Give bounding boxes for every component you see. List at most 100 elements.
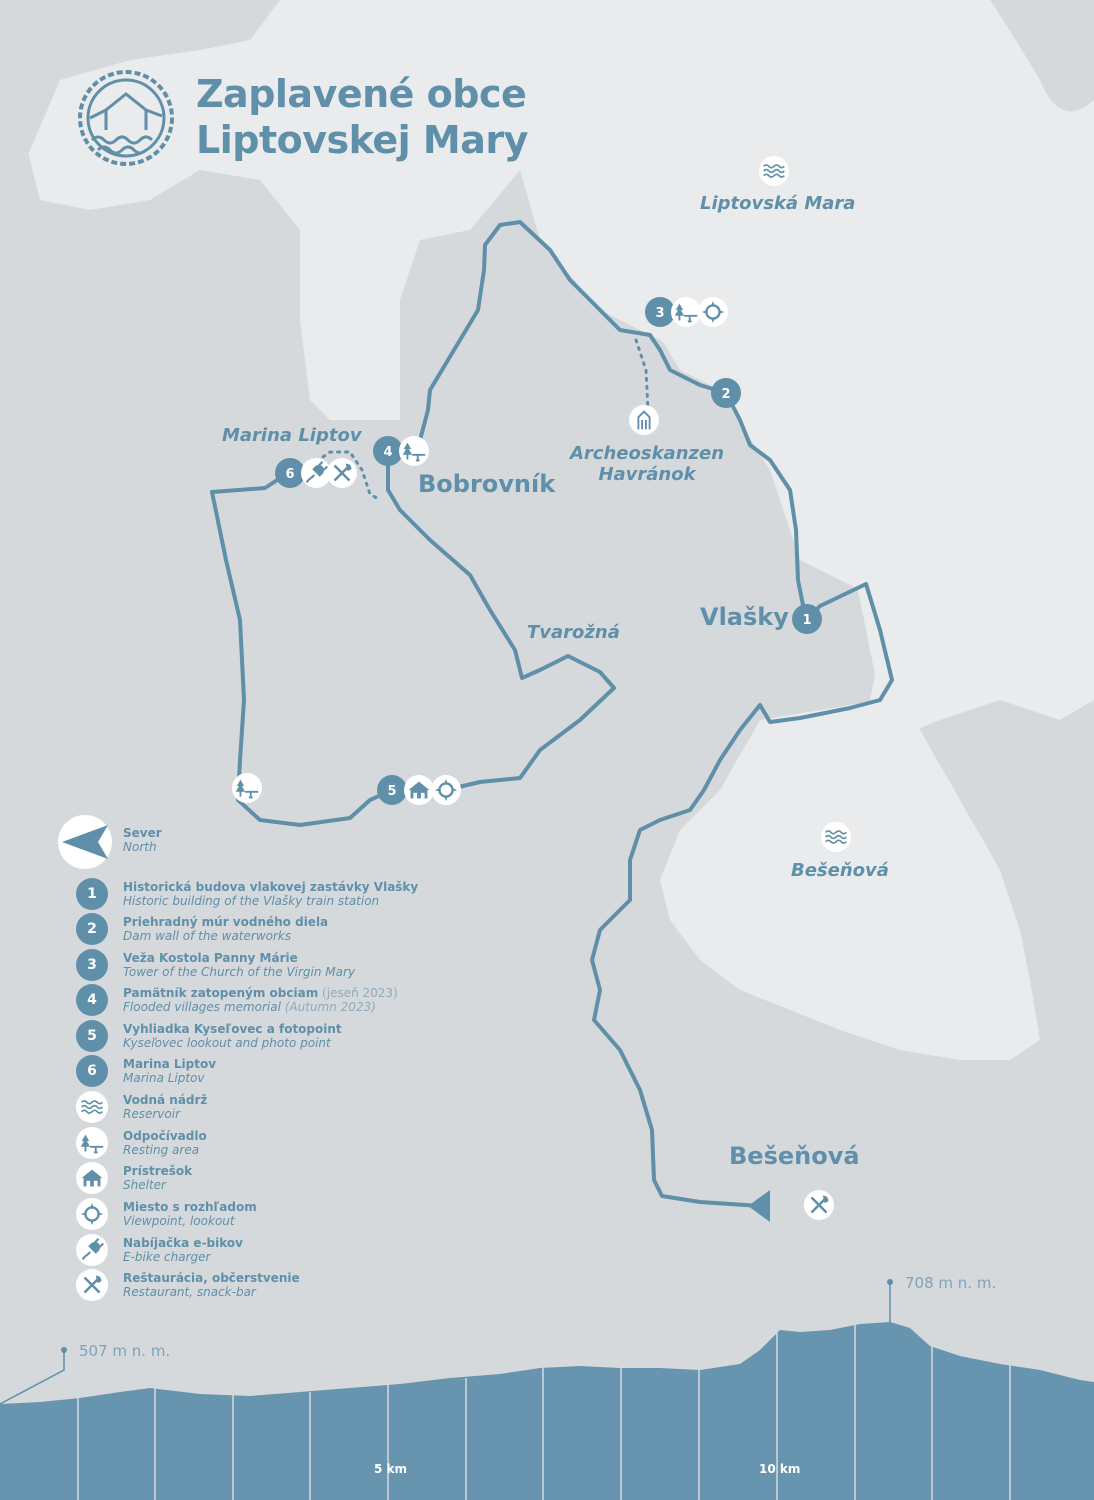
legend-label-sk: Marina Liptov — [123, 1057, 217, 1071]
waves-icon — [76, 1091, 108, 1123]
north-label: Sever North — [123, 826, 162, 854]
tree-bench-icon — [76, 1127, 108, 1159]
legend-label-en: Viewpoint, lookout — [123, 1214, 235, 1228]
reservoir-north — [550, 0, 1094, 390]
label-besenova-town: Bešeňová — [729, 1142, 860, 1170]
ebike-plug-icon — [76, 1234, 108, 1266]
legend-label-en: Shelter — [123, 1178, 166, 1192]
legend-label-sk: Historická budova vlakovej zastávky Vlaš… — [123, 880, 419, 894]
viewpoint-icon — [76, 1198, 108, 1230]
legend-item-4: 4 Pamätník zatopeným obciam (jeseň 2023)… — [76, 984, 476, 1018]
legend-label-sk: Vyhliadka Kyseľovec a fotopoint — [123, 1022, 342, 1036]
min-elevation-pointer — [0, 1350, 65, 1405]
legend-number-badge: 5 — [76, 1020, 108, 1052]
svg-text:3: 3 — [655, 306, 664, 321]
marker-2[interactable]: 2 — [711, 378, 741, 408]
poi-6-ebike-charger[interactable] — [301, 458, 331, 488]
svg-text:1: 1 — [802, 613, 811, 628]
poi-besenova-reservoir — [821, 822, 851, 852]
legend-number-badge: 2 — [76, 913, 108, 945]
legend-item-1: 1 Historická budova vlakovej zastávky Vl… — [76, 878, 476, 912]
marker-3[interactable]: 3 — [645, 297, 675, 327]
legend-label-sk: Nabíjačka e-bikov — [123, 1236, 243, 1250]
poi-archeoskanzen[interactable] — [629, 405, 659, 435]
legend-label-en: Flooded villages memorial — [123, 1000, 281, 1014]
legend-label-en: Resting area — [123, 1143, 200, 1157]
legend-label-sk: Veža Kostola Panny Márie — [123, 951, 298, 965]
land-northeast — [990, 0, 1094, 112]
legend-label-sk: Vodná nádrž — [123, 1093, 208, 1107]
legend-label-sk: Miesto s rozhľadom — [123, 1200, 257, 1214]
water-bodies — [0, 0, 1094, 1060]
legend-label-en: Kyseľovec lookout and photo point — [123, 1036, 331, 1050]
poi-4-rest-area[interactable] — [399, 436, 429, 466]
legend-label-sk: Odpočívadlo — [123, 1129, 207, 1143]
legend-label-en: Reservoir — [123, 1107, 180, 1121]
land-west — [0, 80, 60, 220]
elevation-min-label: 507 m n. m. — [79, 1342, 171, 1360]
marker-6[interactable]: 6 — [275, 458, 305, 488]
poi-3-rest-area[interactable] — [671, 297, 701, 327]
marker-1[interactable]: 1 — [792, 604, 822, 634]
elevation-km-5: 5 km — [374, 1462, 408, 1476]
legend-number-badge: 3 — [76, 949, 108, 981]
dam-strip — [808, 396, 910, 700]
elevation-profile — [0, 1279, 1094, 1500]
poi-5-viewpoint[interactable] — [431, 775, 461, 805]
legend-label-sk: Pamätník zatopeným obciam — [123, 986, 319, 1000]
label-liptovska-mara: Liptovská Mara — [700, 193, 856, 214]
poi-besenova-restaurant[interactable] — [804, 1190, 834, 1220]
marker-5[interactable]: 5 — [377, 775, 407, 805]
fork-knife-icon — [76, 1269, 108, 1301]
label-vlasky: Vlašky — [700, 603, 789, 631]
poi-west-rest-area[interactable] — [232, 773, 262, 803]
poi-6-restaurant[interactable] — [327, 458, 357, 488]
svg-text:4: 4 — [383, 445, 392, 460]
poi-icons — [232, 156, 851, 1220]
logo-seal — [78, 70, 174, 166]
legend-label-sk: Priehradný múr vodného diela — [123, 915, 329, 929]
elevation-km-ticks — [77, 1324, 1011, 1500]
map-title-line1: Zaplavené obce — [196, 72, 527, 116]
besenova-reservoir — [660, 690, 1040, 1060]
label-archeoskanzen-line2: Havránok — [598, 464, 696, 485]
legend-label-en: Restaurant, snack-bar — [123, 1285, 256, 1299]
north-label-en: North — [123, 840, 157, 854]
label-archeoskanzen: Archeoskanzen Havránok — [570, 443, 724, 485]
route-spur-marina — [308, 450, 382, 502]
legend-label-sk: Prístrešok — [123, 1164, 193, 1178]
label-tvarozna: Tvarožná — [527, 622, 620, 643]
poi-5-shelter[interactable] — [404, 775, 434, 805]
north-indicator — [58, 815, 112, 869]
markers: 1 2 3 4 5 6 — [275, 297, 822, 805]
cycling-route — [210, 220, 894, 1208]
poi-3-viewpoint[interactable] — [698, 297, 728, 327]
marker-4[interactable]: 4 — [373, 436, 403, 466]
finish-arrow — [748, 1190, 770, 1222]
north-label-sk: Sever — [123, 826, 162, 840]
label-besenova-reservoir: Bešeňová — [791, 860, 889, 881]
route-east-loop — [590, 582, 894, 1208]
north-arrow-icon — [62, 825, 108, 859]
label-archeoskanzen-line1: Archeoskanzen — [570, 443, 725, 464]
svg-text:5: 5 — [387, 784, 396, 799]
label-bobrovnik: Bobrovník — [418, 470, 556, 498]
shelter-icon — [76, 1162, 108, 1194]
elevation-km-10: 10 km — [759, 1462, 801, 1476]
legend-label-sk: Reštaurácia, občerstvenie — [123, 1271, 300, 1285]
legend-label-en: Historic building of the Vlašky train st… — [123, 894, 380, 908]
legend-number-badge: 1 — [76, 878, 108, 910]
legend-label-en-extra: (Autumn 2023) — [280, 1000, 376, 1014]
land-northwest — [0, 0, 280, 110]
legend-label-en: Tower of the Church of the Virgin Mary — [123, 965, 356, 979]
legend-number-badge: 4 — [76, 984, 108, 1016]
